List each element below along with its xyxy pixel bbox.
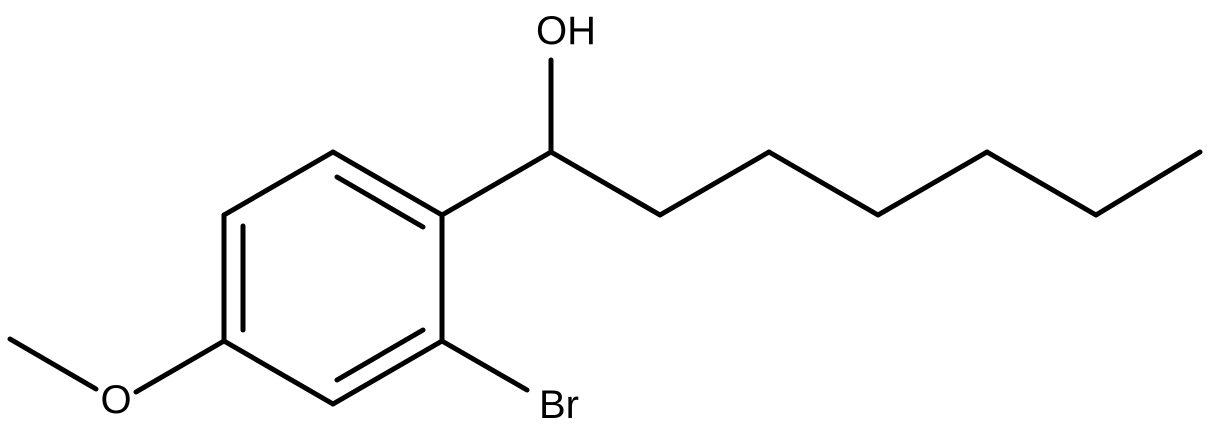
chain-bond-6 [1093,149,1203,218]
ring-to-carbinol-bond [439,149,554,218]
chain-bond-5 [984,149,1099,218]
benzene-ring [221,149,445,407]
hydroxyl-label: OH [536,9,596,53]
ring-double-bond-inner-2 [334,327,426,383]
ring-bond-4 [221,338,336,407]
ring-bond-1 [330,149,445,218]
chain-bond-2 [657,149,772,218]
ring-bond-3 [330,338,445,407]
methoxy-oxygen-label: O [100,378,131,422]
bromine-label: Br [539,383,579,427]
chain-bond-3 [766,149,881,218]
methoxy-oxygen-to-methyl-bond [7,336,99,392]
ring-to-methoxy-oxygen-bond [133,338,227,395]
ring-bond-6 [221,149,336,218]
ring-double-bond-inner-1 [334,174,426,230]
chain-bond-1 [548,149,663,218]
chain-bond-4 [875,149,990,218]
side-chain [439,57,1203,218]
ring-to-bromine-bond [439,338,530,393]
methoxy-group [7,336,227,395]
